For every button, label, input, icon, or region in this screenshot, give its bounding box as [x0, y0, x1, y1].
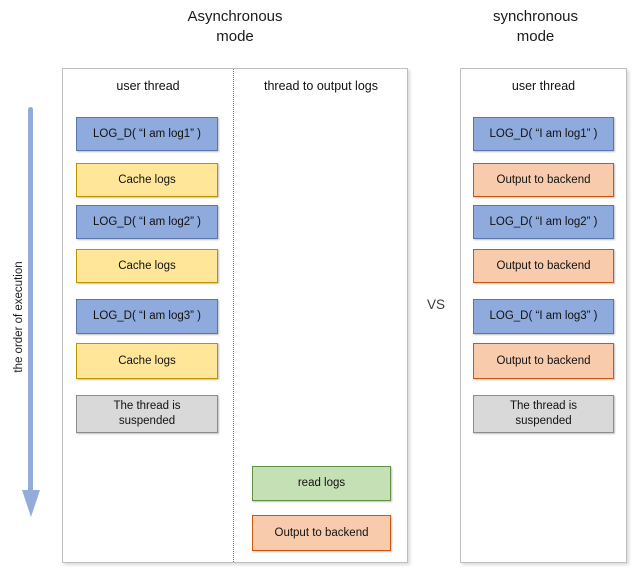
step-log-call-3: LOG_D( “I am log3” ) — [473, 299, 614, 334]
execution-order-arrow-shaft — [28, 107, 33, 491]
vs-label: VS — [426, 297, 445, 312]
sync-mode-panel: user thread LOG_D( “I am log1” ) Output … — [460, 68, 627, 563]
sync-user-thread-header: user thread — [511, 79, 576, 93]
sync-mode-title: synchronous mode — [452, 7, 619, 47]
async-user-thread-header: user thread — [116, 79, 180, 93]
step-thread-suspended: The thread is suspended — [76, 395, 218, 433]
step-output-to-backend-2: Output to backend — [473, 249, 614, 283]
execution-order-label: the order of execution — [13, 261, 25, 373]
step-read-logs: read logs — [252, 466, 391, 501]
execution-order-arrow-head-icon — [22, 490, 40, 517]
step-cache-logs-1: Cache logs — [76, 163, 218, 197]
step-cache-logs-3: Cache logs — [76, 343, 218, 379]
async-mode-title-line2: mode — [216, 28, 254, 45]
step-output-to-backend: Output to backend — [252, 515, 391, 551]
step-output-to-backend-3: Output to backend — [473, 343, 614, 379]
step-log-call-2: LOG_D( “I am log2” ) — [76, 205, 218, 239]
step-log-call-1: LOG_D( “I am log1” ) — [76, 117, 218, 151]
step-output-to-backend-1: Output to backend — [473, 163, 614, 197]
async-output-thread-header: thread to output logs — [264, 79, 378, 93]
step-log-call-2: LOG_D( “I am log2” ) — [473, 205, 614, 239]
sync-mode-title-line1: synchronous — [492, 8, 579, 25]
async-mode-title: Asynchronous mode — [62, 7, 408, 47]
thread-divider-dotted-line — [233, 69, 234, 562]
step-thread-suspended: The thread is suspended — [473, 395, 614, 433]
sync-mode-title-line2: mode — [516, 28, 555, 45]
async-mode-title-line1: Asynchronous — [187, 8, 283, 25]
step-cache-logs-2: Cache logs — [76, 249, 218, 283]
step-log-call-1: LOG_D( “I am log1” ) — [473, 117, 614, 151]
async-mode-panel: user thread thread to output logs LOG_D(… — [62, 68, 408, 563]
step-log-call-3: LOG_D( “I am log3” ) — [76, 299, 218, 334]
